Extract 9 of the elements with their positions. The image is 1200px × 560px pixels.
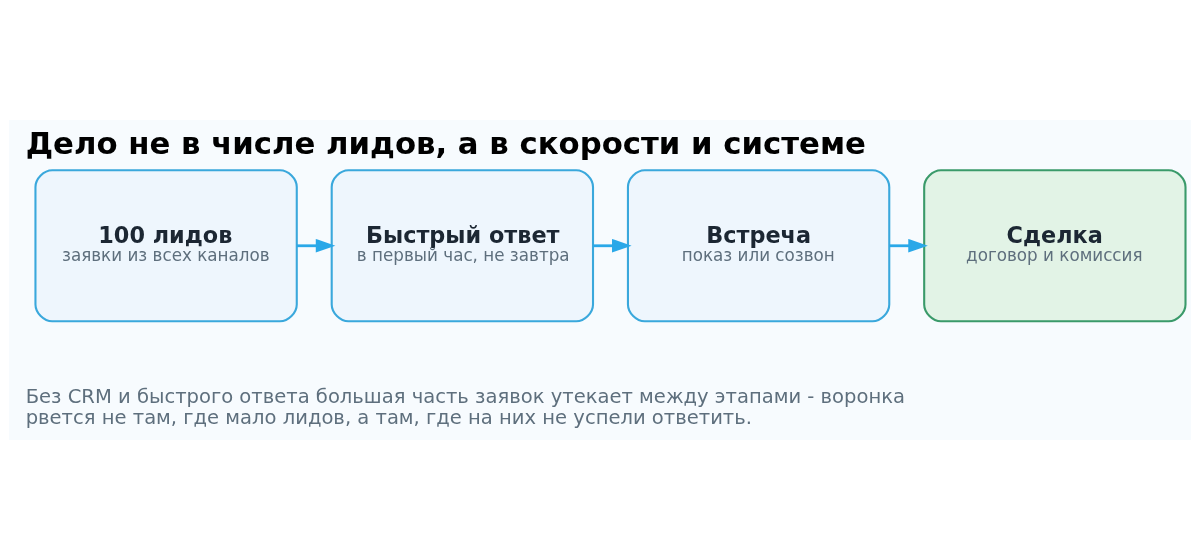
diagram-title: Дело не в числе лидов, а в скорости и системе [25, 125, 866, 162]
node-box: Встреча показ или созвон [626, 169, 891, 323]
arrow [296, 238, 336, 253]
arrow [889, 238, 928, 253]
node-box: 100 лидов заявки из всех каналов [34, 169, 298, 323]
node-box: Сделка договор и комиссия [923, 169, 1187, 323]
node-box: Быстрый ответ в первый час, не завтра [330, 169, 595, 323]
caption: Без CRM и быстрого ответа большая часть заявок утекает между этапами - воронка рвется не там, где мало лидов, а там, где на них не успели ответить. [25, 384, 906, 429]
arrow [593, 238, 632, 253]
